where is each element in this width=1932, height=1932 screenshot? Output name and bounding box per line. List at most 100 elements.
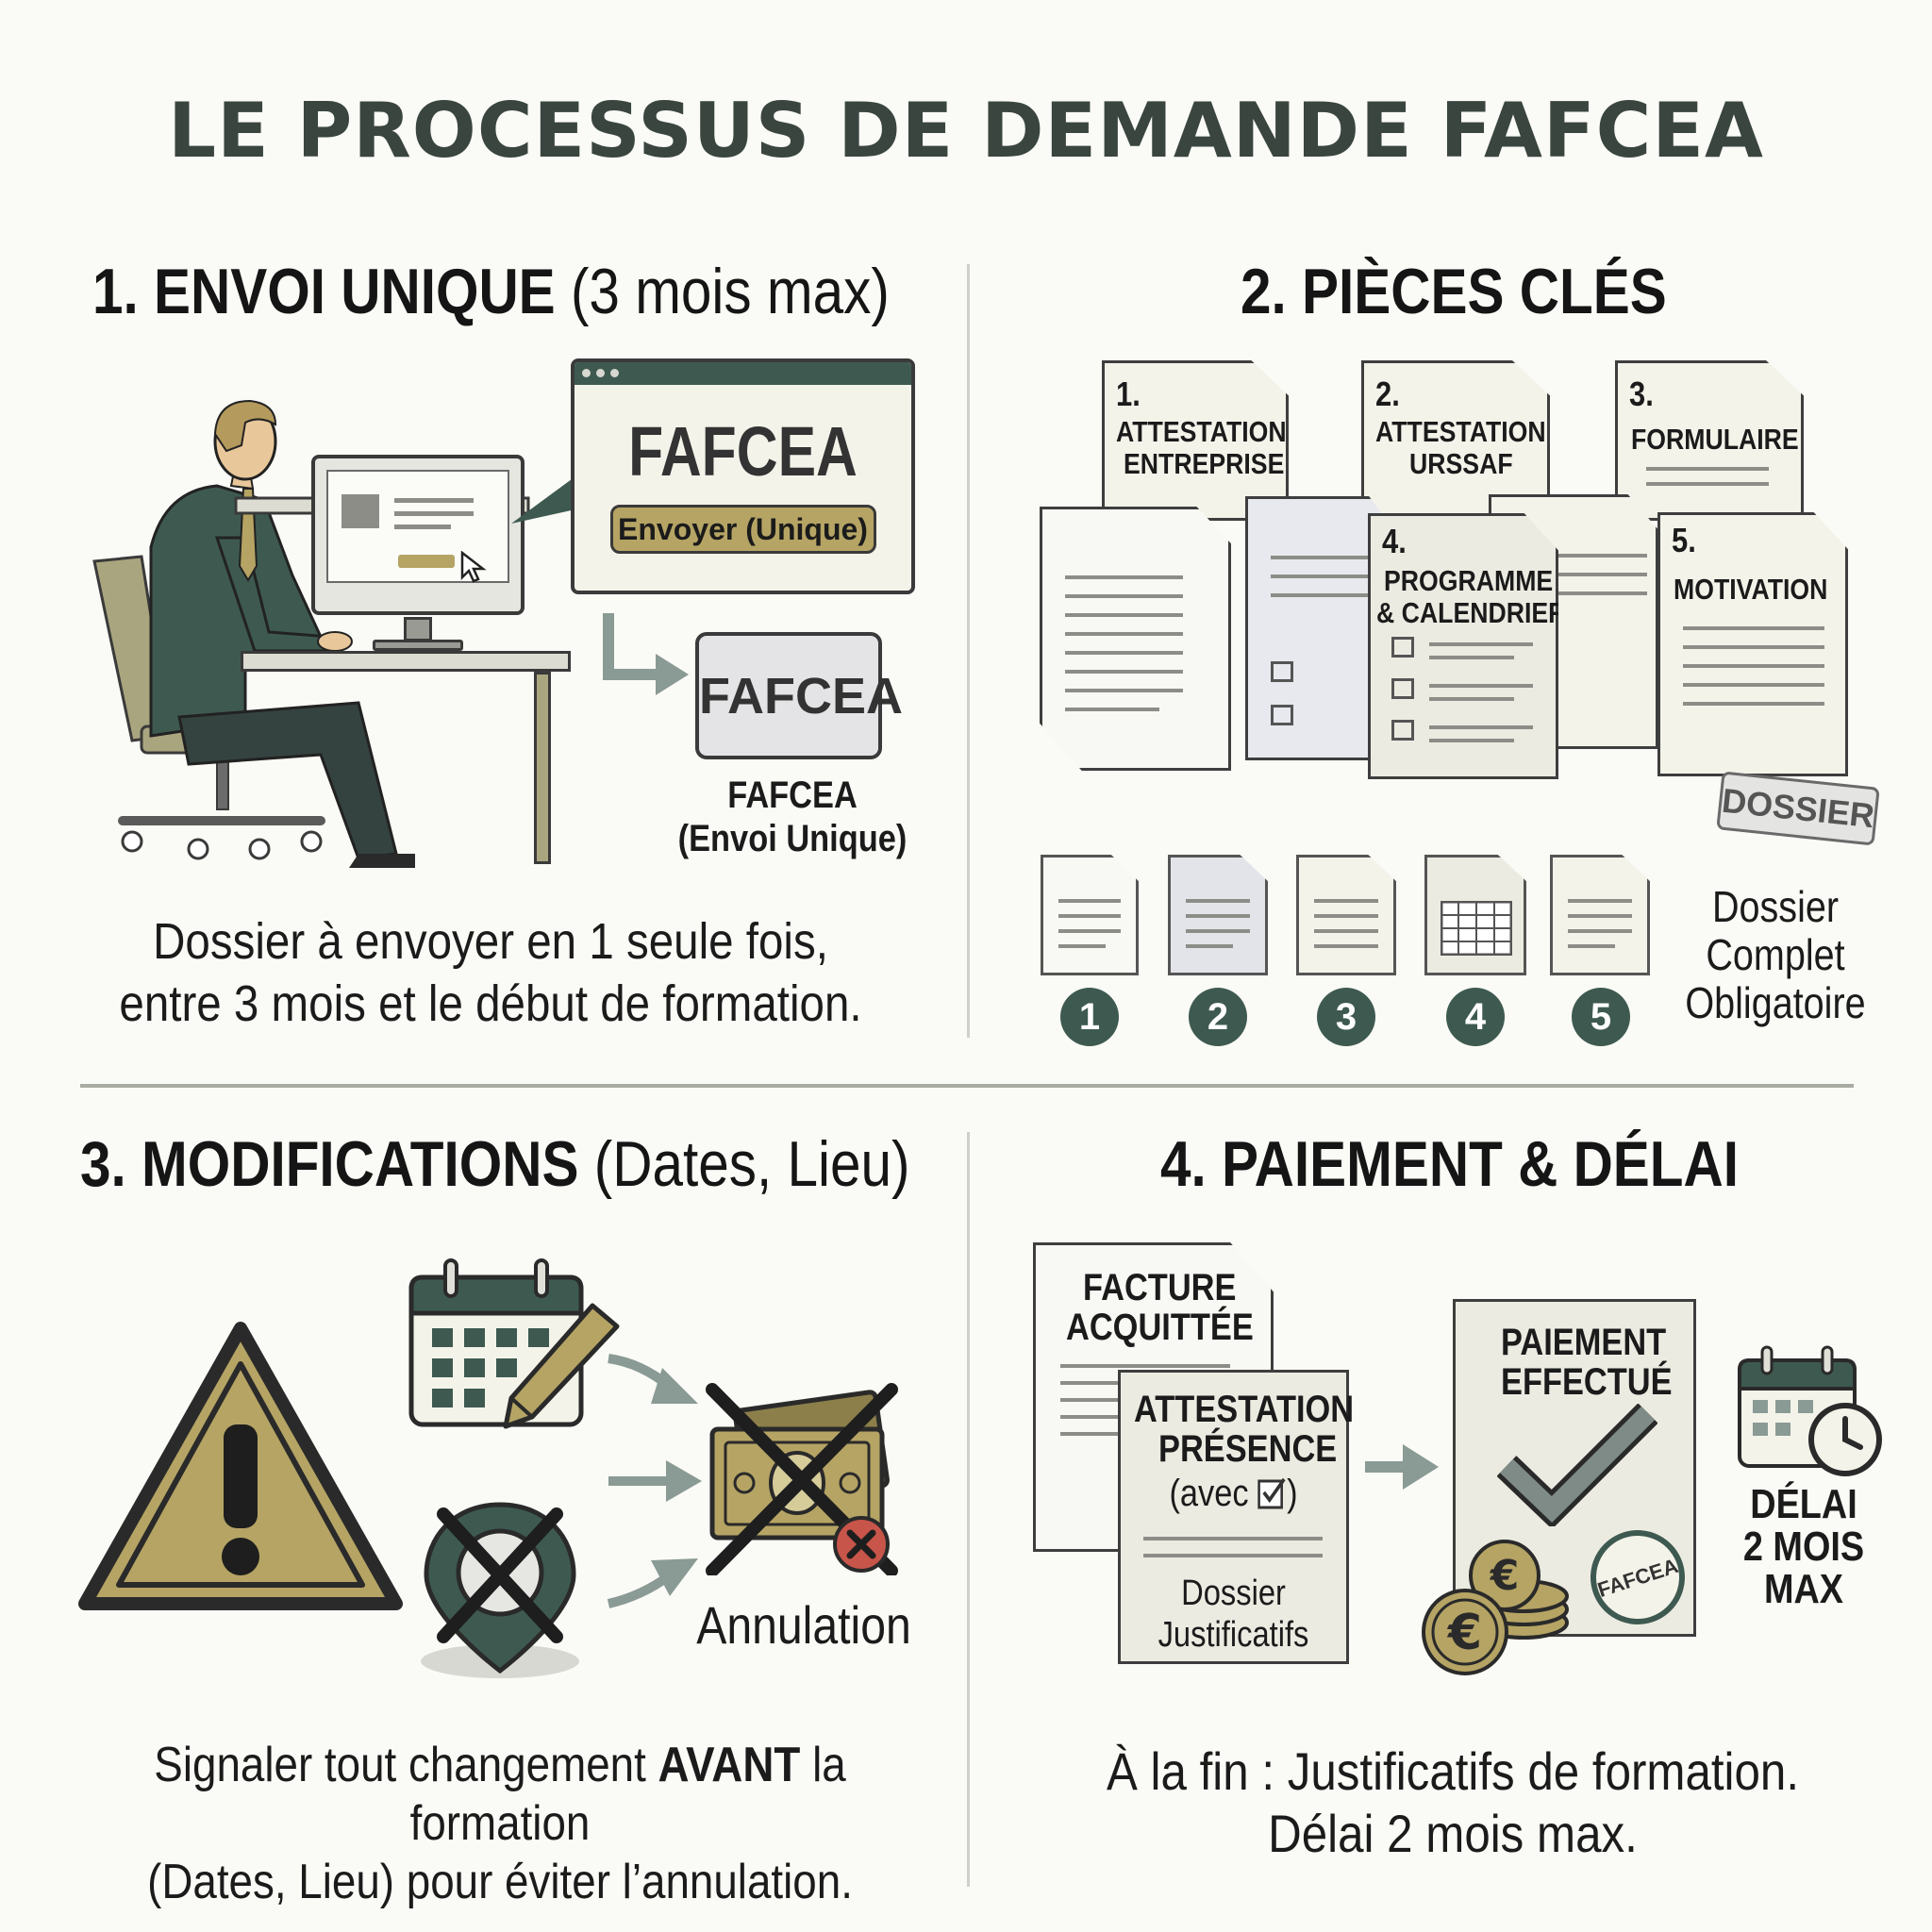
document-text-line: [1065, 594, 1183, 598]
document-5-label-line1: MOTIVATION: [1674, 573, 1828, 606]
calendar-clock-icon: [1738, 1345, 1882, 1476]
document-text-line: [1429, 684, 1533, 688]
section4-description-line1: À la fin : Justificatifs de formation.: [1106, 1741, 1800, 1801]
section1-description-line1: Dossier à envoyer en 1 seule fois,: [153, 913, 828, 970]
document-text-line: [1557, 591, 1647, 595]
document-2-label-line2: URSSAF: [1409, 447, 1513, 480]
attestation-footer: Dossier Justificatifs: [1137, 1573, 1331, 1656]
section1-title: 1. ENVOI UNIQUE (3 mois max): [92, 255, 890, 328]
document-text-line: [1683, 664, 1824, 668]
document-text-line: [1314, 914, 1378, 918]
document-5-number: 5.: [1672, 521, 1696, 559]
document-text-line: [1568, 899, 1632, 903]
monitor-text-line: [394, 511, 474, 516]
callout-pointer: [511, 476, 575, 524]
checkbox-icon: [1391, 637, 1414, 658]
fafcea-target-caption: FAFCEA (Envoi Unique): [662, 774, 922, 860]
money-cancelled-icon: [706, 1383, 898, 1575]
small-document-icon-5: [1550, 855, 1650, 975]
desk-leg: [534, 672, 551, 864]
checked-box-icon: [1257, 1477, 1286, 1509]
browser-window-title: FAFCEA: [628, 412, 858, 491]
svg-text:€: €: [1490, 1552, 1520, 1600]
attestation-line2: PRÉSENCE: [1158, 1428, 1338, 1470]
invoice-line1: FACTURE: [1083, 1267, 1237, 1308]
monitor-stand: [404, 617, 432, 641]
section1-title-light: (3 mois max): [570, 256, 890, 327]
document-text-line: [1058, 929, 1121, 933]
document-1-label-line2: ENTREPRISE: [1124, 447, 1285, 480]
step-number-2: 2: [1189, 988, 1247, 1046]
delay-line2: 2 MOIS: [1742, 1524, 1865, 1570]
small-document-icon-3: [1296, 855, 1396, 975]
document-text-line: [1271, 575, 1374, 578]
checkmark-icon: [1497, 1404, 1657, 1526]
send-unique-button[interactable]: Envoyer (Unique): [609, 505, 876, 554]
document-text-line: [1429, 725, 1533, 729]
svg-text:€: €: [1447, 1605, 1482, 1661]
arrow-to-payment-icon: [1365, 1444, 1439, 1490]
arrow-to-fafcea-icon: [603, 613, 689, 695]
document-text-line: [1186, 944, 1233, 948]
document-text-line: [1683, 626, 1824, 630]
document-card-3: 3. FORMULAIRE: [1615, 360, 1804, 521]
monitor-base: [373, 640, 463, 651]
summary-line3: Obligatoire: [1685, 978, 1866, 1027]
section3-title-bold: 3. MODIFICATIONS: [80, 1128, 579, 1200]
document-text-line: [1568, 929, 1632, 933]
complete-dossier-summary: Dossier Complet Obligatoire: [1678, 883, 1873, 1027]
attestation-line3-suffix: ): [1287, 1473, 1298, 1514]
document-text-line: [1065, 613, 1183, 617]
document-text-line: [1186, 899, 1250, 903]
horizontal-divider: [80, 1084, 1854, 1088]
calendar-edit-icon: [408, 1258, 620, 1429]
document-text-line: [1186, 929, 1250, 933]
section3-title: 3. MODIFICATIONS (Dates, Lieu): [80, 1127, 910, 1201]
attendance-certificate-document: ATTESTATION PRÉSENCE (avec ) Dossier Jus…: [1118, 1370, 1354, 1664]
step-number-4: 4: [1446, 988, 1505, 1046]
section3-title-light: (Dates, Lieu): [593, 1128, 910, 1200]
document-text-line: [1314, 944, 1378, 948]
document-text-line: [1058, 899, 1121, 903]
document-text-line: [1065, 632, 1183, 636]
warning-icon: [78, 1322, 403, 1610]
document-1-number: 1.: [1116, 375, 1141, 413]
document-page: [1040, 507, 1231, 771]
section3-description: Signaler tout changement AVANT la format…: [85, 1736, 915, 1911]
summary-line2: Complet: [1706, 930, 1845, 979]
window-dot-icon: [582, 369, 591, 377]
document-text-line: [1646, 482, 1769, 486]
document-text-line: [1058, 914, 1121, 918]
monitor-screen: [326, 470, 509, 583]
document-text-line: [1058, 944, 1106, 948]
document-text-line: [1060, 1364, 1230, 1368]
invoice-line2: ACQUITTÉE: [1066, 1307, 1254, 1348]
fafcea-seal-text: FAFCEA: [1594, 1553, 1681, 1602]
computer-monitor: [311, 455, 525, 615]
checkbox-icon: [1391, 678, 1414, 699]
document-text-line: [1429, 656, 1514, 659]
vertical-divider-bottom: [967, 1132, 970, 1887]
attestation-line3-prefix: (avec: [1169, 1473, 1249, 1514]
payment-line2: EFFECTUÉ: [1501, 1361, 1673, 1403]
section4-description: À la fin : Justificatifs de formation. D…: [1050, 1740, 1856, 1865]
payment-line1: PAIEMENT: [1501, 1322, 1667, 1363]
document-text-line: [1065, 651, 1183, 655]
document-text-line: [1065, 575, 1183, 579]
window-dot-icon: [596, 369, 605, 377]
section3-description-part1: Signaler tout changement: [154, 1738, 658, 1792]
document-4-label-line1: PROGRAMME: [1384, 564, 1554, 597]
delay-line3: MAX: [1763, 1566, 1844, 1612]
document-text-line: [1646, 467, 1769, 471]
dossier-stamp: DOSSIER: [1716, 771, 1880, 846]
small-calendar-document-icon-4: [1424, 855, 1526, 975]
target-caption-line1: FAFCEA: [727, 774, 858, 816]
document-text-line: [1683, 702, 1824, 706]
browser-window: FAFCEA Envoyer (Unique): [571, 358, 915, 594]
step-number-3: 3: [1317, 988, 1375, 1046]
document-3-number: 3.: [1629, 375, 1654, 413]
target-caption-line2: (Envoi Unique): [677, 818, 908, 859]
desk: [241, 651, 571, 672]
attestation-footer-line2: Justificatifs: [1158, 1615, 1309, 1655]
summary-line1: Dossier: [1711, 882, 1840, 931]
